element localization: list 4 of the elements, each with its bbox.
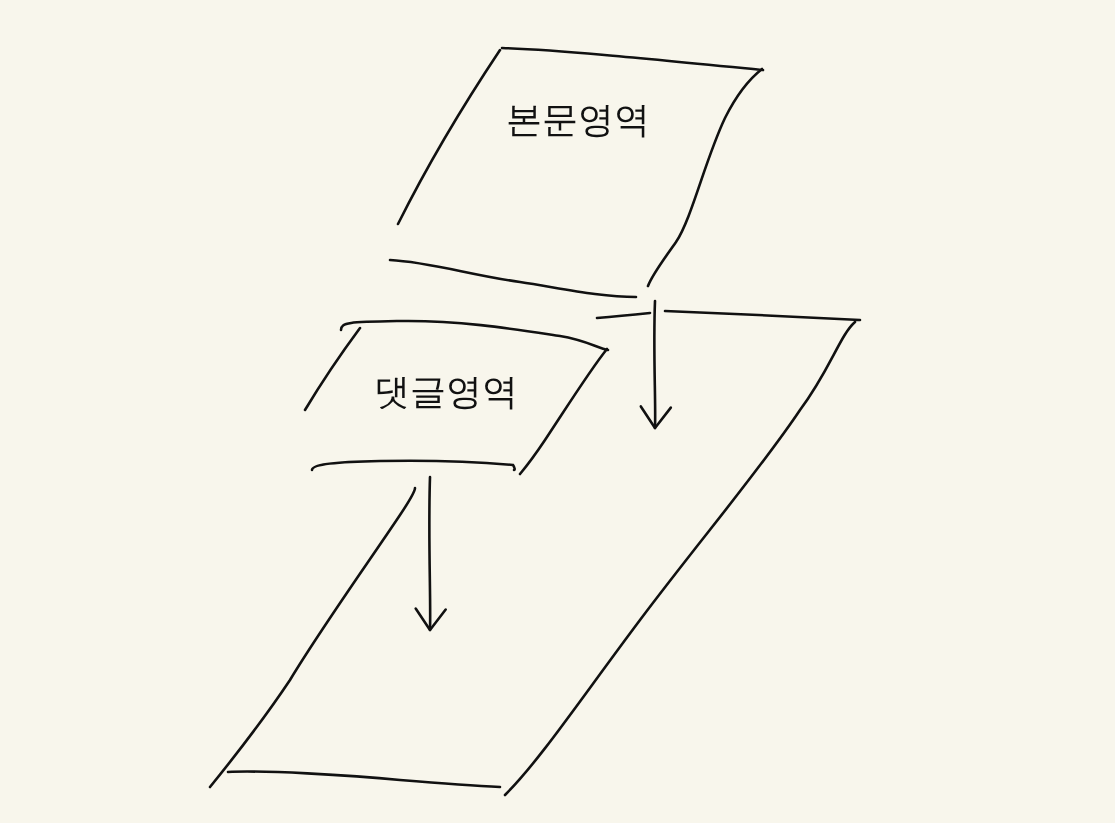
arrow — [414, 475, 447, 632]
area-label: 본문영역 — [506, 100, 650, 140]
arrow — [639, 299, 672, 430]
area-label: 댓글영역 — [374, 372, 518, 412]
